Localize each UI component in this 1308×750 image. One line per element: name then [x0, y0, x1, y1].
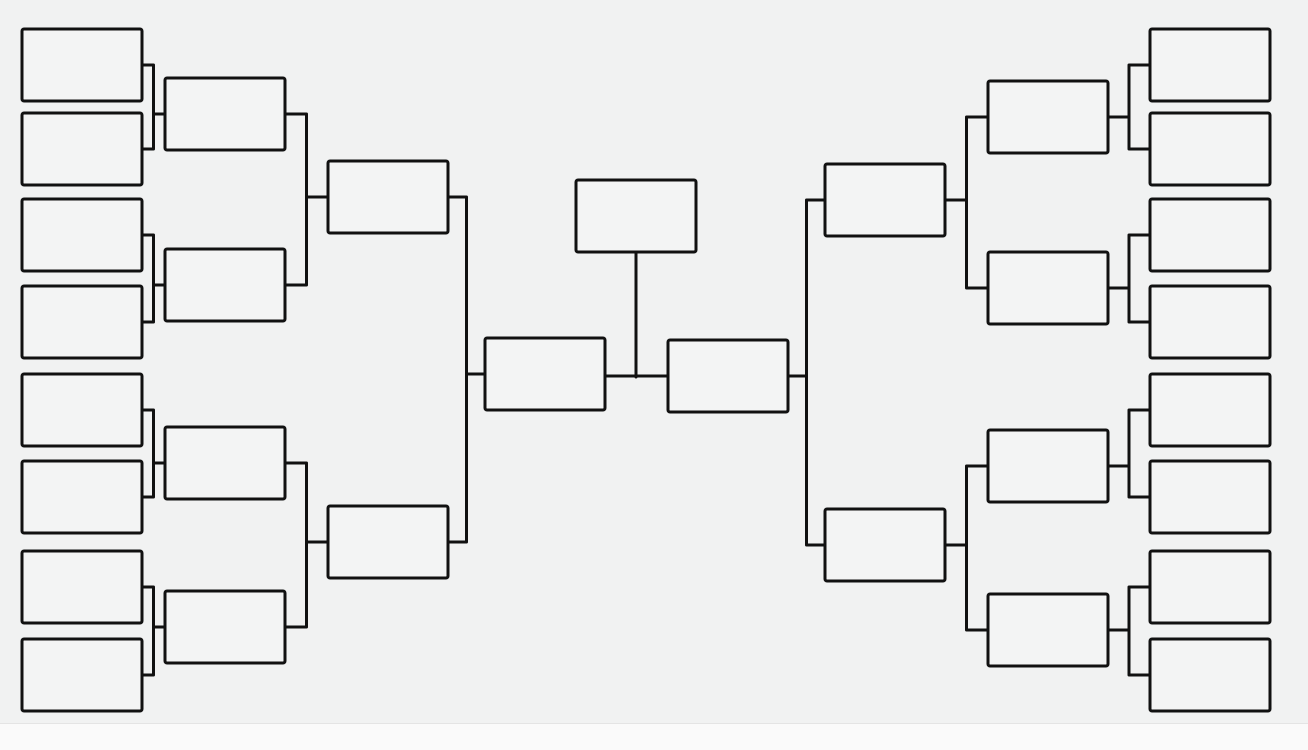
right-round1-slot[interactable] [1148, 111, 1272, 187]
right-round3-slot[interactable] [823, 162, 947, 238]
left-round1-slot[interactable] [20, 372, 144, 448]
bracket-connector [140, 63, 167, 151]
bracket-connector [140, 408, 167, 499]
bracket-connector [283, 461, 330, 629]
bracket-connector [786, 198, 827, 547]
left-round1-slot[interactable] [20, 549, 144, 625]
left-round2-slot[interactable] [163, 425, 287, 501]
left-round1-slot[interactable] [20, 197, 144, 273]
left-round1-slot[interactable] [20, 637, 144, 713]
bracket-connector [1106, 408, 1152, 499]
bracket-connector [1106, 63, 1152, 151]
tournament-bracket [20, 27, 1272, 713]
bracket-connector [1106, 233, 1152, 324]
left-final-slot[interactable] [483, 336, 607, 412]
left-round1-slot[interactable] [20, 459, 144, 535]
left-round1-slot[interactable] [20, 284, 144, 360]
left-round1-slot[interactable] [20, 27, 144, 103]
bracket-diagram [20, 27, 1272, 713]
right-round2-slot[interactable] [986, 79, 1110, 155]
right-round1-slot[interactable] [1148, 549, 1272, 625]
right-round2-slot[interactable] [986, 250, 1110, 326]
left-round2-slot[interactable] [163, 76, 287, 152]
right-round1-slot[interactable] [1148, 284, 1272, 360]
right-round1-slot[interactable] [1148, 372, 1272, 448]
right-final-slot[interactable] [666, 338, 790, 414]
bracket-connector [943, 464, 990, 632]
bottom-strip [0, 723, 1308, 750]
right-round2-slot[interactable] [986, 592, 1110, 668]
right-round3-slot[interactable] [823, 507, 947, 583]
left-round3-slot[interactable] [326, 504, 450, 580]
right-round1-slot[interactable] [1148, 637, 1272, 713]
bracket-connector [140, 233, 167, 324]
left-round2-slot[interactable] [163, 589, 287, 665]
right-round1-slot[interactable] [1148, 197, 1272, 273]
bracket-connector [446, 195, 487, 544]
right-round2-slot[interactable] [986, 428, 1110, 504]
left-round3-slot[interactable] [326, 159, 450, 235]
bracket-connector [140, 585, 167, 677]
bracket-connector [283, 112, 330, 287]
right-round1-slot[interactable] [1148, 27, 1272, 103]
bracket-connector [943, 115, 990, 290]
champion-slot[interactable] [574, 178, 698, 254]
bracket-connector [1106, 585, 1152, 677]
left-round2-slot[interactable] [163, 247, 287, 323]
right-round1-slot[interactable] [1148, 459, 1272, 535]
left-round1-slot[interactable] [20, 111, 144, 187]
